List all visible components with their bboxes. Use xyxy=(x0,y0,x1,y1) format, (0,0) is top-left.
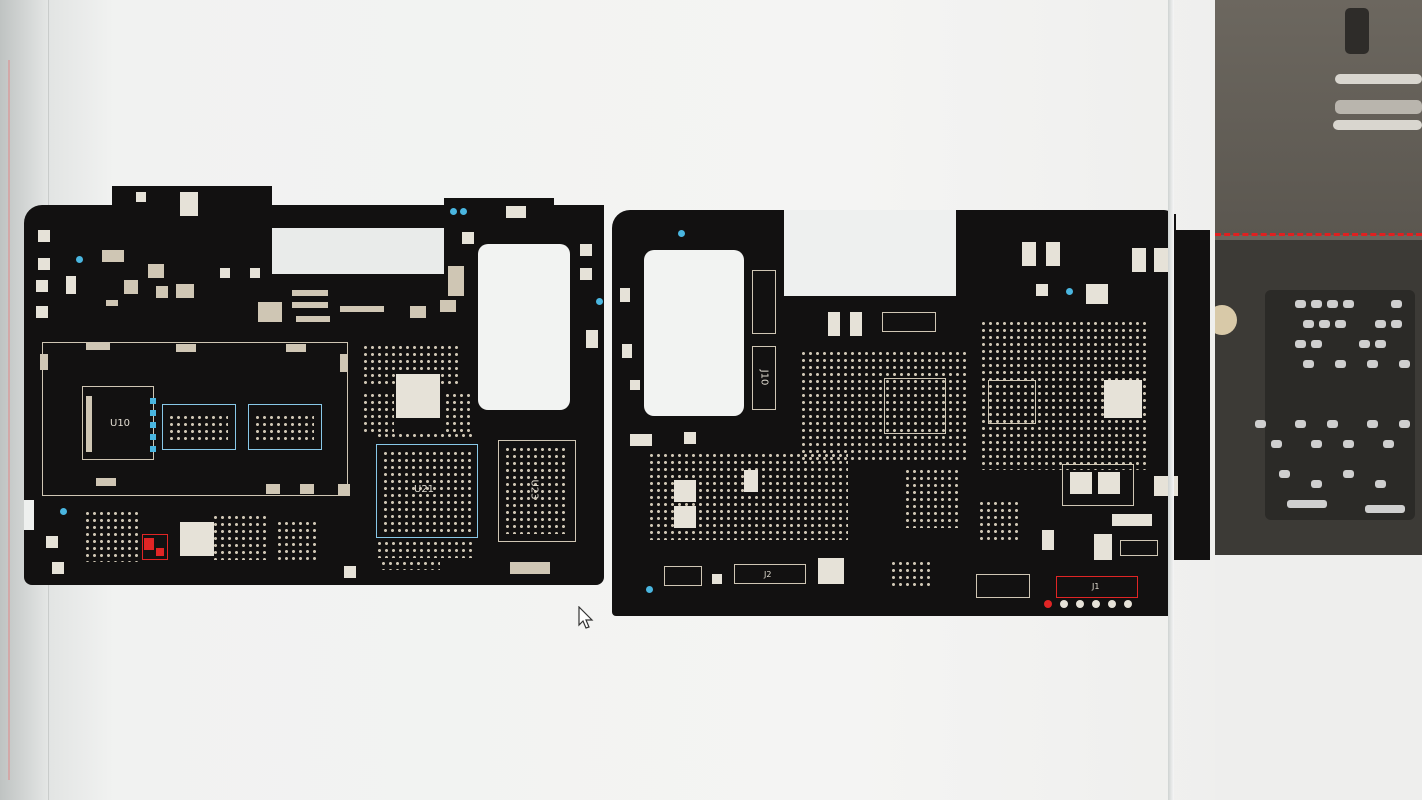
left-shield-frame xyxy=(42,342,348,496)
panel-divider[interactable] xyxy=(1168,0,1174,800)
u10-label: U10 xyxy=(110,418,131,429)
u23-label: U23 xyxy=(528,479,540,500)
j1-label: J1 xyxy=(1092,582,1100,591)
right-board-cutout xyxy=(644,250,744,416)
j2-label: J2 xyxy=(764,570,772,579)
u21-outline[interactable] xyxy=(376,444,478,538)
j10-connector[interactable] xyxy=(752,346,776,410)
left-board-cutout xyxy=(478,244,570,410)
soc-outline[interactable] xyxy=(884,378,946,434)
ic-outline-left-2[interactable] xyxy=(248,404,322,450)
ic-outline-left-1[interactable] xyxy=(162,404,236,450)
j10-label: J10 xyxy=(758,369,770,386)
left-pmic[interactable] xyxy=(396,374,440,418)
board-photo-chip xyxy=(1265,290,1415,520)
j1-connector[interactable] xyxy=(1056,576,1138,598)
u21-label: U21 xyxy=(414,484,435,495)
side-panel-empty-area xyxy=(1215,555,1422,800)
u23-outline[interactable] xyxy=(498,440,576,542)
board-photo-panel xyxy=(1215,0,1422,555)
j2-connector[interactable] xyxy=(734,564,806,584)
